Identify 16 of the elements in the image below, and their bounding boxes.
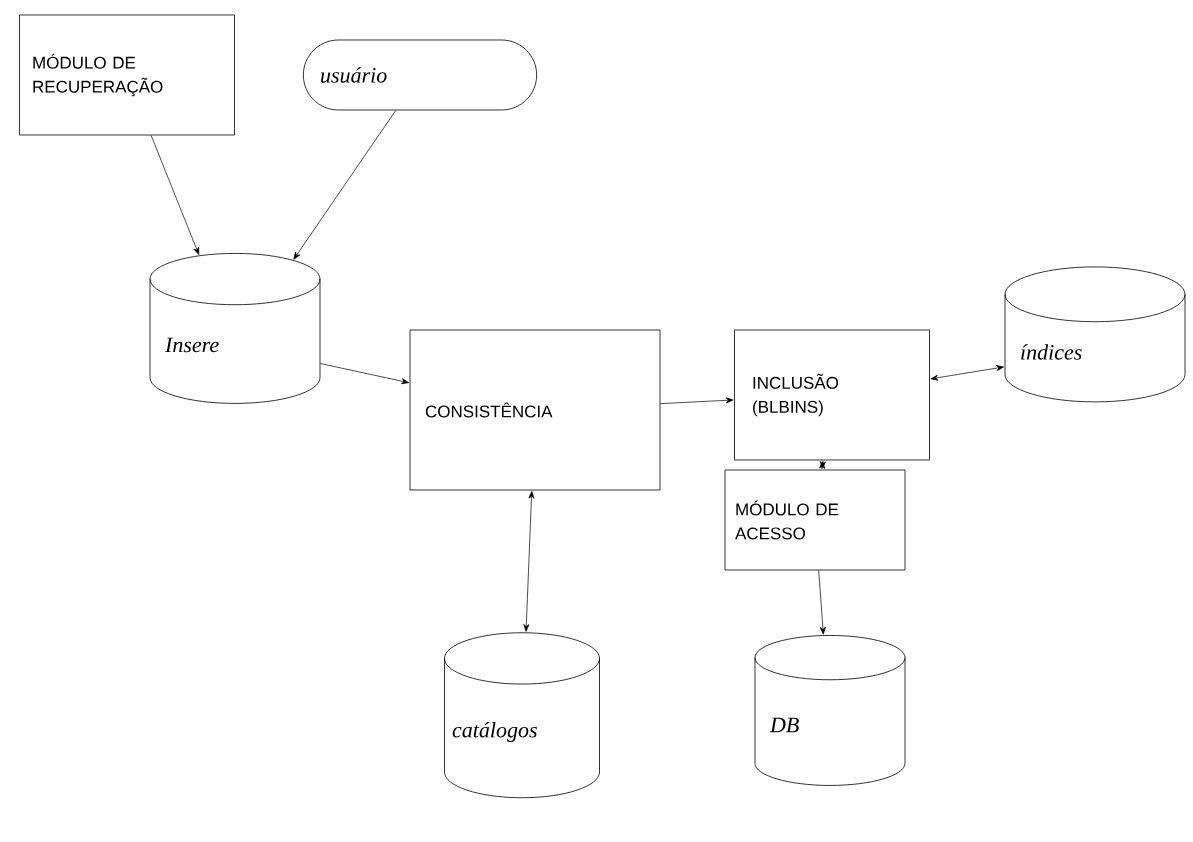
process-box: CONSISTÊNCIA <box>409 329 661 491</box>
arrow <box>293 110 397 260</box>
process-box: INCLUSÃO (BLBINS) <box>734 329 930 461</box>
arrow <box>818 570 826 635</box>
storage-cylinder: DB <box>754 635 906 786</box>
arrow <box>150 135 200 255</box>
arrow <box>930 365 1004 381</box>
arrow <box>523 491 535 632</box>
arrow <box>819 461 826 469</box>
arrow <box>320 363 409 385</box>
storage-cylinder: índices <box>1004 266 1186 403</box>
storage-cylinder: catálogos <box>444 632 600 799</box>
process-box: MÓDULO DE ACESSO <box>724 469 906 571</box>
process-box: MÓDULO DE RECUPERAÇÃO <box>19 14 235 136</box>
arrow <box>660 397 734 404</box>
storage-cylinder: Insere <box>149 253 321 404</box>
